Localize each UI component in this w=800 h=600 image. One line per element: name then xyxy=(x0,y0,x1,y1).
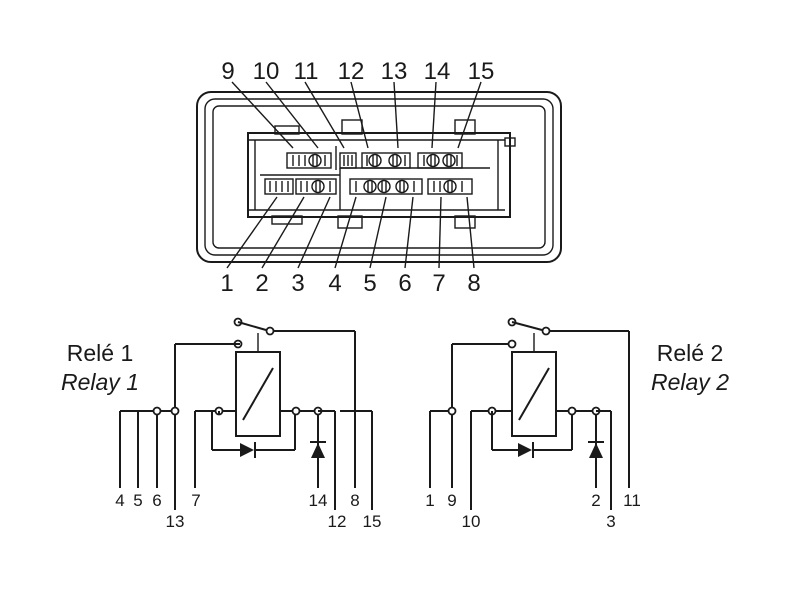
pin-label-1: 1 xyxy=(220,270,233,297)
pin-label-5: 5 xyxy=(363,270,376,297)
relay-1-pin-12: 12 xyxy=(328,512,347,531)
pin-label-8: 8 xyxy=(467,270,480,297)
relay-1-subtitle: Relay 1 xyxy=(61,369,139,395)
pin-label-2: 2 xyxy=(255,270,268,297)
relay-1-pin-15: 15 xyxy=(363,512,382,531)
bottom-pin-leaders xyxy=(226,196,475,269)
relay-1-pin-5: 5 xyxy=(133,491,142,510)
relay-2-pin-2: 2 xyxy=(591,491,600,510)
relay-2-pin-11: 11 xyxy=(623,491,641,510)
top-pin-leaders xyxy=(231,81,482,149)
relay-2-subtitle: Relay 2 xyxy=(651,369,729,395)
relay-2-title: Relé 2 xyxy=(657,340,723,366)
pin-label-6: 6 xyxy=(398,270,411,297)
relay-1-schematic xyxy=(119,317,373,510)
relay-1-title: Relé 1 xyxy=(67,340,133,366)
relay-1-labels: Relé 1 Relay 1 4 5 6 7 14 8 15 13 12 xyxy=(61,340,381,531)
relay-1-pin-6: 6 xyxy=(152,491,161,510)
pin-label-9: 9 xyxy=(221,58,234,85)
pin-label-10: 10 xyxy=(253,58,280,85)
pin-label-12: 12 xyxy=(338,58,365,85)
relay-1-pin-7: 7 xyxy=(191,491,200,510)
relay-2-labels: Relé 2 Relay 2 1 9 2 11 10 3 xyxy=(425,340,729,531)
connector-bottom-contacts xyxy=(264,178,473,195)
relay-2-pin-3: 3 xyxy=(606,512,615,531)
relay-2-schematic xyxy=(429,317,630,510)
connector-housing xyxy=(196,91,562,263)
relay-2-pin-9: 9 xyxy=(447,491,456,510)
relay-2-pin-10: 10 xyxy=(462,512,481,531)
relay-1-pin-8: 8 xyxy=(350,491,359,510)
pin-label-11: 11 xyxy=(294,58,319,85)
top-pin-labels: 9 10 11 12 13 14 15 xyxy=(221,58,494,85)
pin-label-13: 13 xyxy=(381,58,408,85)
pin-label-15: 15 xyxy=(468,58,495,85)
pin-label-3: 3 xyxy=(291,270,304,297)
bottom-pin-labels: 1 2 3 4 5 6 7 8 xyxy=(220,270,480,297)
connector-top-contacts xyxy=(286,152,463,169)
relay-1-pin-13: 13 xyxy=(166,512,185,531)
connector-face xyxy=(247,119,516,229)
relay-1-pin-14: 14 xyxy=(309,491,328,510)
relay-2-pin-1: 1 xyxy=(425,491,434,510)
pin-label-4: 4 xyxy=(328,270,341,297)
relay-1-pin-4: 4 xyxy=(115,491,124,510)
pin-label-14: 14 xyxy=(424,58,451,85)
pin-label-7: 7 xyxy=(432,270,445,297)
